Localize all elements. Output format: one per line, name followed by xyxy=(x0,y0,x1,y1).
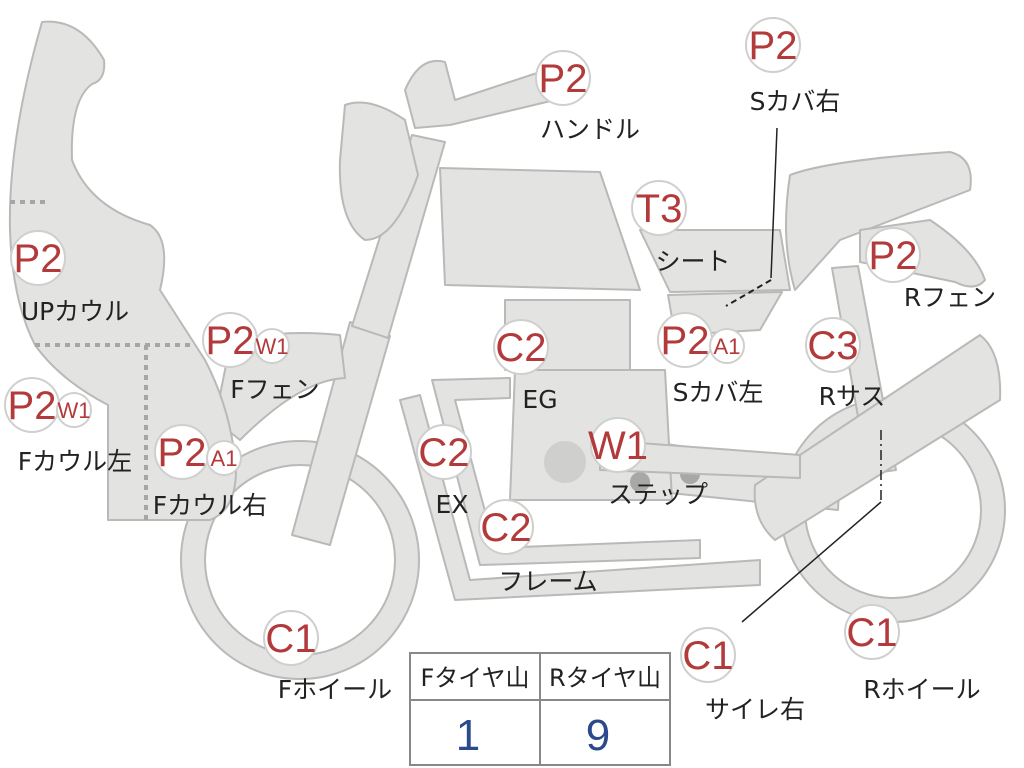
grade-text: C1 xyxy=(682,634,733,678)
part-marker-silencer-right: C1 サイレ右 xyxy=(680,627,805,724)
seat-shape xyxy=(639,229,791,293)
grade-text: P2 xyxy=(661,319,710,363)
grade-text: T3 xyxy=(636,187,683,231)
motorcycle-silhouette xyxy=(8,20,1006,680)
grade-circle xyxy=(865,227,921,283)
sub-grade-circle xyxy=(709,328,745,364)
silencer-shape xyxy=(753,334,1002,541)
sub-grade-circle xyxy=(56,392,92,428)
grade-text: P2 xyxy=(539,57,588,101)
sub-grade-circle xyxy=(206,440,242,476)
headlight-shape xyxy=(338,101,419,241)
tyre-value-front: 1 xyxy=(456,711,480,760)
grade-text: W1 xyxy=(588,424,648,468)
fairing-division-lines xyxy=(10,200,195,520)
part-label: UPカウル xyxy=(21,297,129,326)
fuel-tank-shape xyxy=(439,167,641,291)
part-label: EG xyxy=(522,385,557,414)
part-label: サイレ右 xyxy=(705,695,805,724)
grade-circle xyxy=(416,424,472,480)
part-label: Sカバ右 xyxy=(750,87,841,116)
sub-grade-text: A1 xyxy=(714,334,741,359)
grade-circle xyxy=(590,417,646,473)
grade-text: C1 xyxy=(265,617,316,661)
grade-circle xyxy=(263,610,319,666)
handlebar-shape xyxy=(404,59,557,129)
grade-circle xyxy=(10,230,66,286)
front-fork-upper-shape xyxy=(351,134,446,339)
part-marker-seat: T3 シート xyxy=(631,180,731,276)
tail-cowl-shape xyxy=(785,151,972,291)
part-marker-handle: P2 ハンドル xyxy=(535,50,640,144)
part-label: Rサス xyxy=(819,382,886,411)
part-label: Fカウル右 xyxy=(153,491,267,520)
grade-circle xyxy=(680,627,736,683)
sub-grade-text: A1 xyxy=(211,446,238,471)
grade-text: P2 xyxy=(869,234,918,278)
part-label: Fフェン xyxy=(230,375,319,404)
part-label: ハンドル xyxy=(540,115,640,144)
grade-circle xyxy=(535,50,591,106)
grade-text: P2 xyxy=(14,237,63,281)
leader-lines xyxy=(725,127,882,623)
grade-text: C1 xyxy=(846,611,897,655)
grade-circle xyxy=(805,317,861,373)
part-label: Fカウル左 xyxy=(18,447,132,476)
sub-grade-text: W1 xyxy=(58,398,91,423)
part-label: EX xyxy=(436,490,469,519)
part-label: ステップ xyxy=(608,480,708,509)
tyre-value-rear: 9 xyxy=(586,711,610,760)
grade-circle xyxy=(493,319,549,375)
grade-text: P2 xyxy=(206,319,255,363)
part-marker-step: W1 ステップ xyxy=(588,417,708,509)
frame-lower-shape xyxy=(399,394,761,601)
grade-text: P2 xyxy=(158,431,207,475)
grade-circle xyxy=(631,180,687,236)
part-marker-frame: C2 フレーム xyxy=(478,499,598,596)
grade-text: P2 xyxy=(8,384,57,428)
sub-grade-text: W1 xyxy=(256,334,289,359)
part-label: シート xyxy=(655,247,730,276)
part-label: Sカバ左 xyxy=(673,378,764,407)
grade-text: C3 xyxy=(807,324,858,368)
grade-circle xyxy=(745,17,801,73)
part-label: Fホイール xyxy=(278,675,392,704)
tyre-header-rear: Rタイヤ山 xyxy=(549,664,661,692)
part-label: フレーム xyxy=(498,567,597,596)
grade-text: C2 xyxy=(495,326,546,370)
grade-text: P2 xyxy=(749,24,798,68)
grade-circle xyxy=(478,499,534,555)
tyre-header-front: Fタイヤ山 xyxy=(420,664,529,692)
grade-text: C2 xyxy=(418,431,469,475)
part-label: Rフェン xyxy=(904,283,996,312)
grade-circle xyxy=(844,604,900,660)
grade-text: C2 xyxy=(480,506,531,550)
sub-grade-circle xyxy=(254,328,290,364)
part-label: Rホイール xyxy=(863,675,980,704)
tyre-tread-table: Fタイヤ山 Rタイヤ山 1 9 xyxy=(409,652,671,766)
